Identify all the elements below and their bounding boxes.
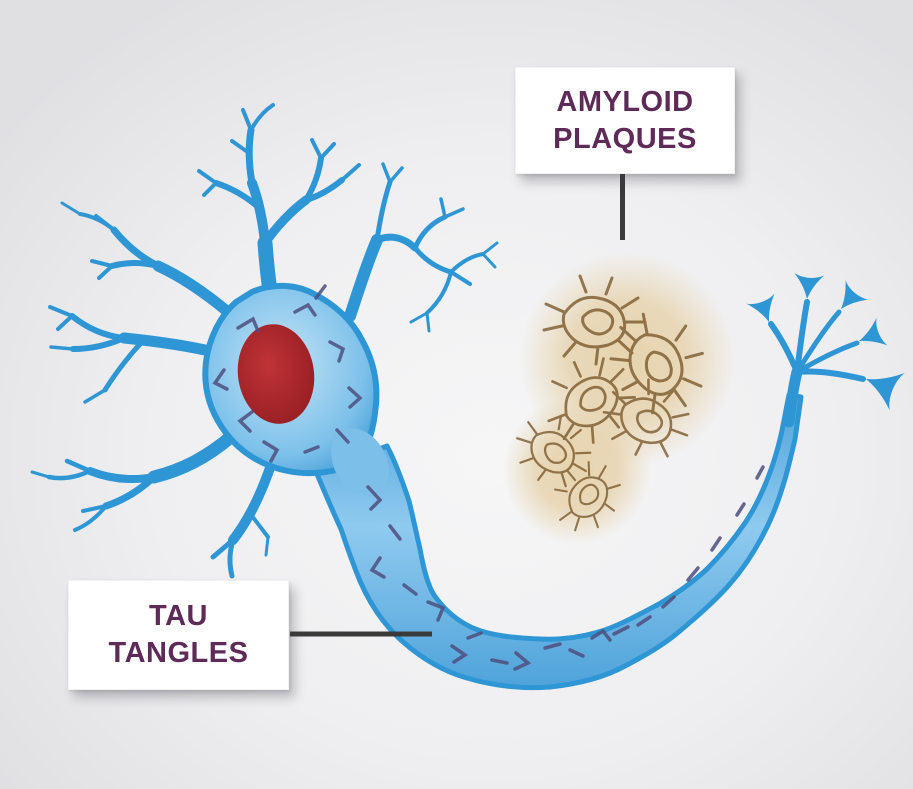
dendrite-branch [344,234,383,322]
dendrite-branch [449,252,485,274]
axon-terminal-bouton [746,293,784,328]
dendrite-branch [412,214,448,251]
dendrite-branch [425,270,453,315]
dendrite-branch [78,212,116,232]
dendrite-twig [202,181,218,197]
dendrite-twig [60,201,82,216]
connector-lines [290,172,625,637]
dendrite-twig [241,108,253,132]
axon-terminal-bouton [853,317,888,355]
axon [314,392,804,691]
axon-terminal-stem [794,309,842,375]
dendrite-twig [481,252,497,269]
nucleus [237,324,315,424]
axon-terminals [746,272,905,428]
tau-label-line2: TANGLES [108,637,249,669]
dendrite-twig [481,241,499,256]
axon-terminal-stem [783,366,803,428]
dendrite-twig [97,264,114,280]
dendrites [30,103,499,579]
tau-tangle-marks [212,284,765,671]
dendrite-branch [412,245,454,275]
axon-terminal-stem [794,299,810,375]
dendrite-twig [30,470,51,479]
dendrite-branch [373,233,419,252]
axon-terminal-stem [794,368,866,382]
dendrite-twig [230,139,251,155]
dendrite-branch [46,468,93,481]
dendrite-twig [340,163,361,182]
dendrite-branch [147,429,239,484]
dendrite-twig [90,259,114,268]
tau-tangles-label: TAU TANGLES [68,580,289,690]
soma-axon-junction [331,428,389,496]
neuron [30,103,905,691]
dendrite-branch [260,195,311,248]
dendrite-branch [374,179,393,243]
dendrite-twig [249,103,275,132]
dendrite-twig [48,305,74,318]
dendrite-branch [152,260,234,318]
dendrite-branch [109,260,161,269]
dendrite-branch [247,178,270,248]
amyloid-label-line2: PLAQUES [553,122,697,155]
dendrite-twig [439,197,447,219]
dendrite-branch [69,313,127,341]
axon-terminal-bouton [858,360,905,411]
dendrite-branch [118,332,220,358]
dendrite-twig [250,514,270,539]
dendrite-branch [73,504,108,532]
dendrite-branch [245,126,256,187]
dendrite-branch [86,467,158,483]
axon-terminal-stem [768,321,800,375]
dendrite-twig [319,142,336,160]
dendrite-branch [228,457,277,545]
dendrite-twig [83,388,107,404]
dendrite-twig [49,345,75,351]
dendrite-branch [70,335,127,352]
dendrite-branch [213,180,260,209]
amyloid-plaques-label: AMYLOID PLAQUES [515,67,735,174]
dendrite-branch [102,473,158,510]
dendrite-twig [425,311,431,333]
dendrite-twig [443,207,465,219]
axon-terminal-bouton [792,272,825,301]
dendrite-twig [64,458,93,474]
dendrite-twig [388,166,404,184]
dendrite-twig [449,270,472,286]
tau-label-line1: TAU [149,600,208,632]
dendrite-twig [264,535,270,557]
dendrite-twig [81,504,108,513]
dendrite-twig [56,314,74,331]
dendrite-twig [310,138,323,160]
amyloid-label-line1: AMYLOID [556,85,694,118]
dendrite-twig [409,311,429,324]
dendrite-branch [102,340,144,393]
dendrite-twig [381,162,392,184]
amyloid-plaques-group [503,252,735,544]
dendrite-twig [227,537,236,579]
dendrite-twig [197,169,218,185]
dendrite-branch [303,177,345,203]
